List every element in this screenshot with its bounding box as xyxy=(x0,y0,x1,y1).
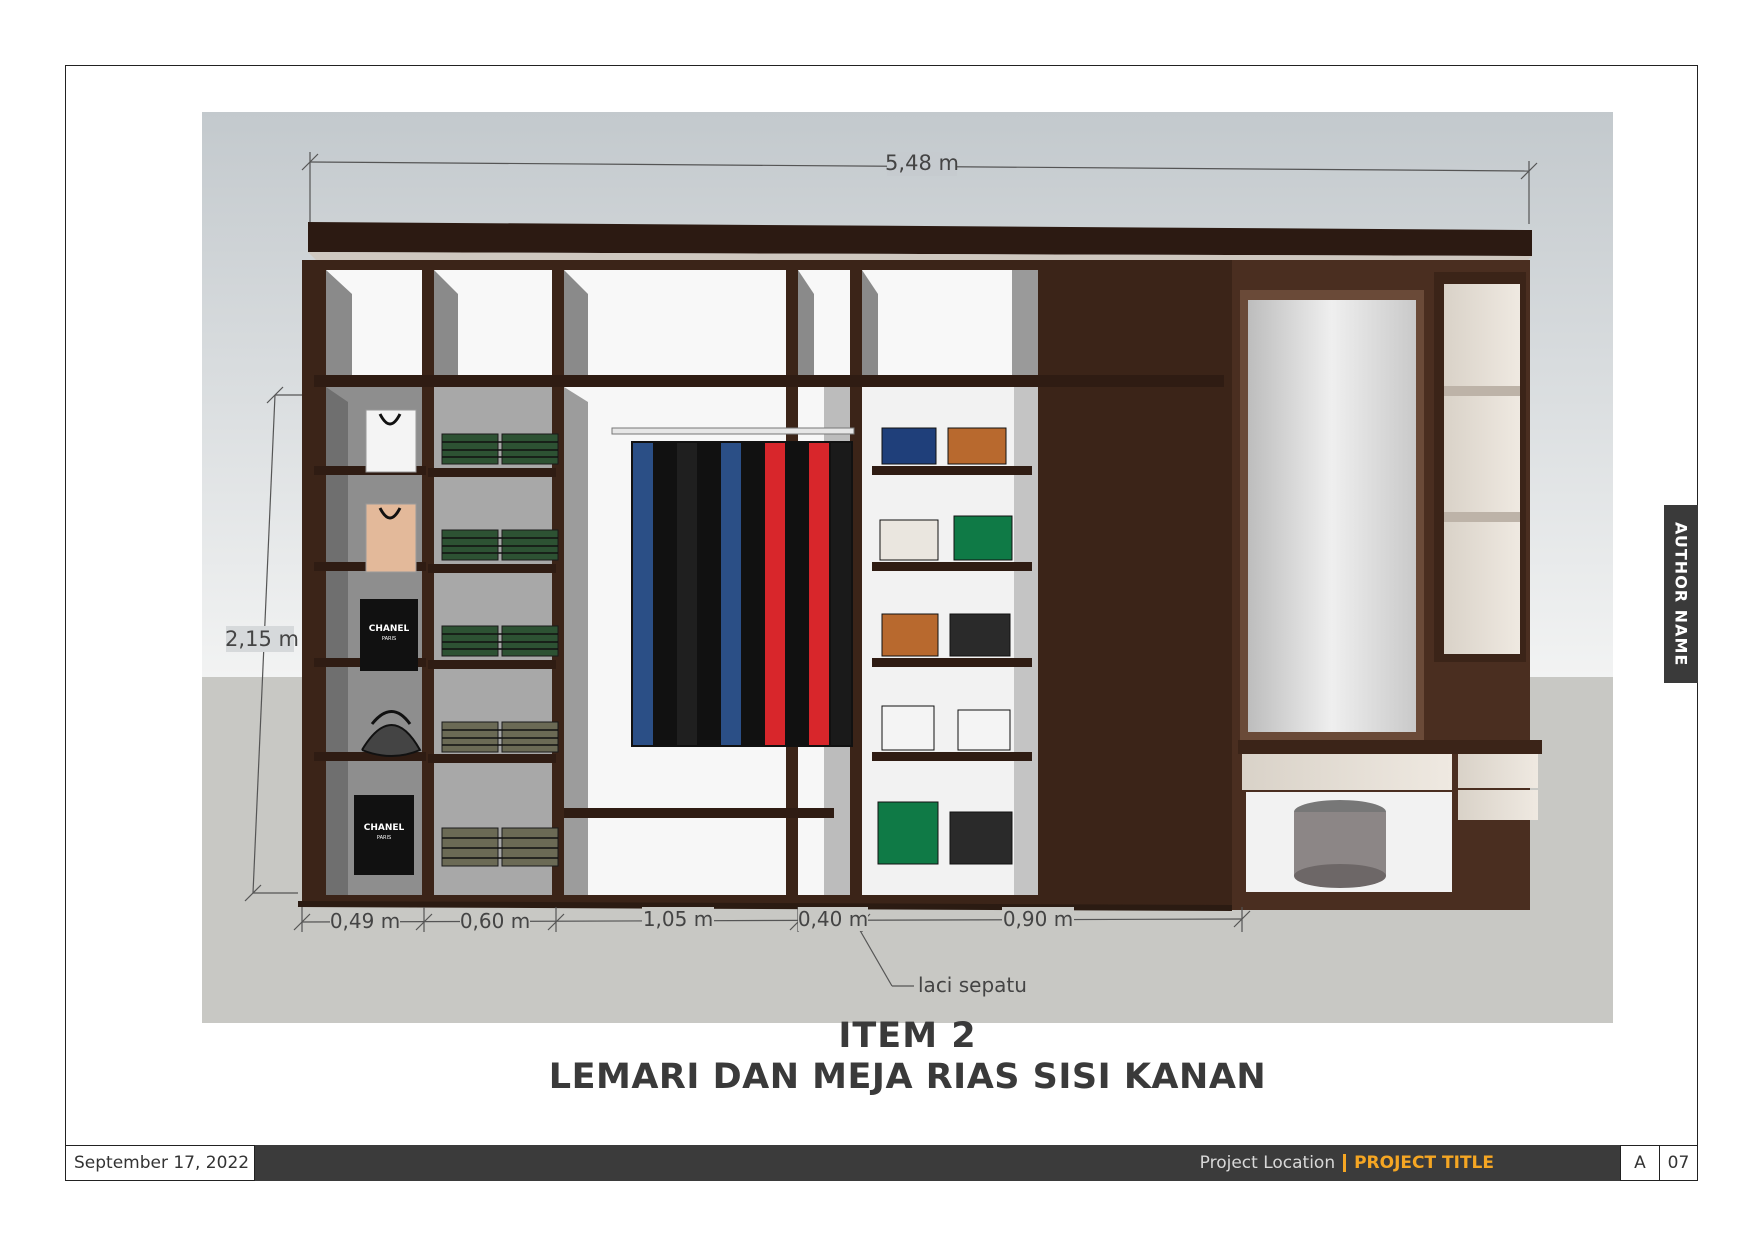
footer-bar: Project Location PROJECT TITLE xyxy=(255,1145,1698,1181)
shopping-bags: CHANEL PARIS CHANEL PARIS xyxy=(354,409,422,875)
drawing-title: ITEM 2 xyxy=(838,1016,977,1056)
wardrobe-carcass xyxy=(302,260,1232,905)
title-block-footer: September 17, 2022 Project Location PROJ… xyxy=(65,1145,1698,1181)
shoe-drawer-annotation: laci sepatu xyxy=(918,973,1027,997)
dim-label-segment-5: 0,90 m xyxy=(1003,907,1073,931)
dim-label-segment-1: 0,49 m xyxy=(330,909,400,933)
footer-separator xyxy=(1343,1154,1347,1172)
project-location: Project Location xyxy=(1199,1153,1336,1173)
mirror xyxy=(1248,300,1416,732)
wardrobe-render: 5,48 m 2,15 m xyxy=(202,112,1613,1023)
top-cornice xyxy=(308,222,1532,256)
bag-label-chanel-2: CHANEL xyxy=(364,823,405,833)
hanging-clothes xyxy=(564,427,855,818)
folded-clothes xyxy=(441,433,559,867)
dimension-chain-bottom xyxy=(293,907,1251,987)
bag-label-paris-2: PARIS xyxy=(377,835,391,841)
dim-label-overall: 5,48 m xyxy=(885,151,959,175)
project-title: PROJECT TITLE xyxy=(1354,1153,1494,1173)
bag-label-chanel-1: CHANEL xyxy=(369,624,410,634)
dim-label-height: 2,15 m xyxy=(225,627,299,651)
sheet-number-cell: 07 xyxy=(1659,1145,1698,1181)
author-name: AUTHOR NAME xyxy=(1671,521,1691,667)
dim-label-segment-3: 1,05 m xyxy=(643,907,713,931)
drawing-subtitle: LEMARI DAN MEJA RIAS SISI KANAN xyxy=(548,1057,1267,1097)
revision-cell: A xyxy=(1620,1145,1660,1181)
author-tab: AUTHOR NAME xyxy=(1664,505,1698,683)
handbags xyxy=(872,427,1032,865)
bag-label-paris-1: PARIS xyxy=(382,636,396,642)
footer-date: September 17, 2022 xyxy=(65,1145,255,1181)
dim-label-segment-2: 0,60 m xyxy=(460,909,530,933)
vanity-unit xyxy=(1232,260,1542,910)
dim-label-segment-4: 0,40 m xyxy=(798,907,868,931)
